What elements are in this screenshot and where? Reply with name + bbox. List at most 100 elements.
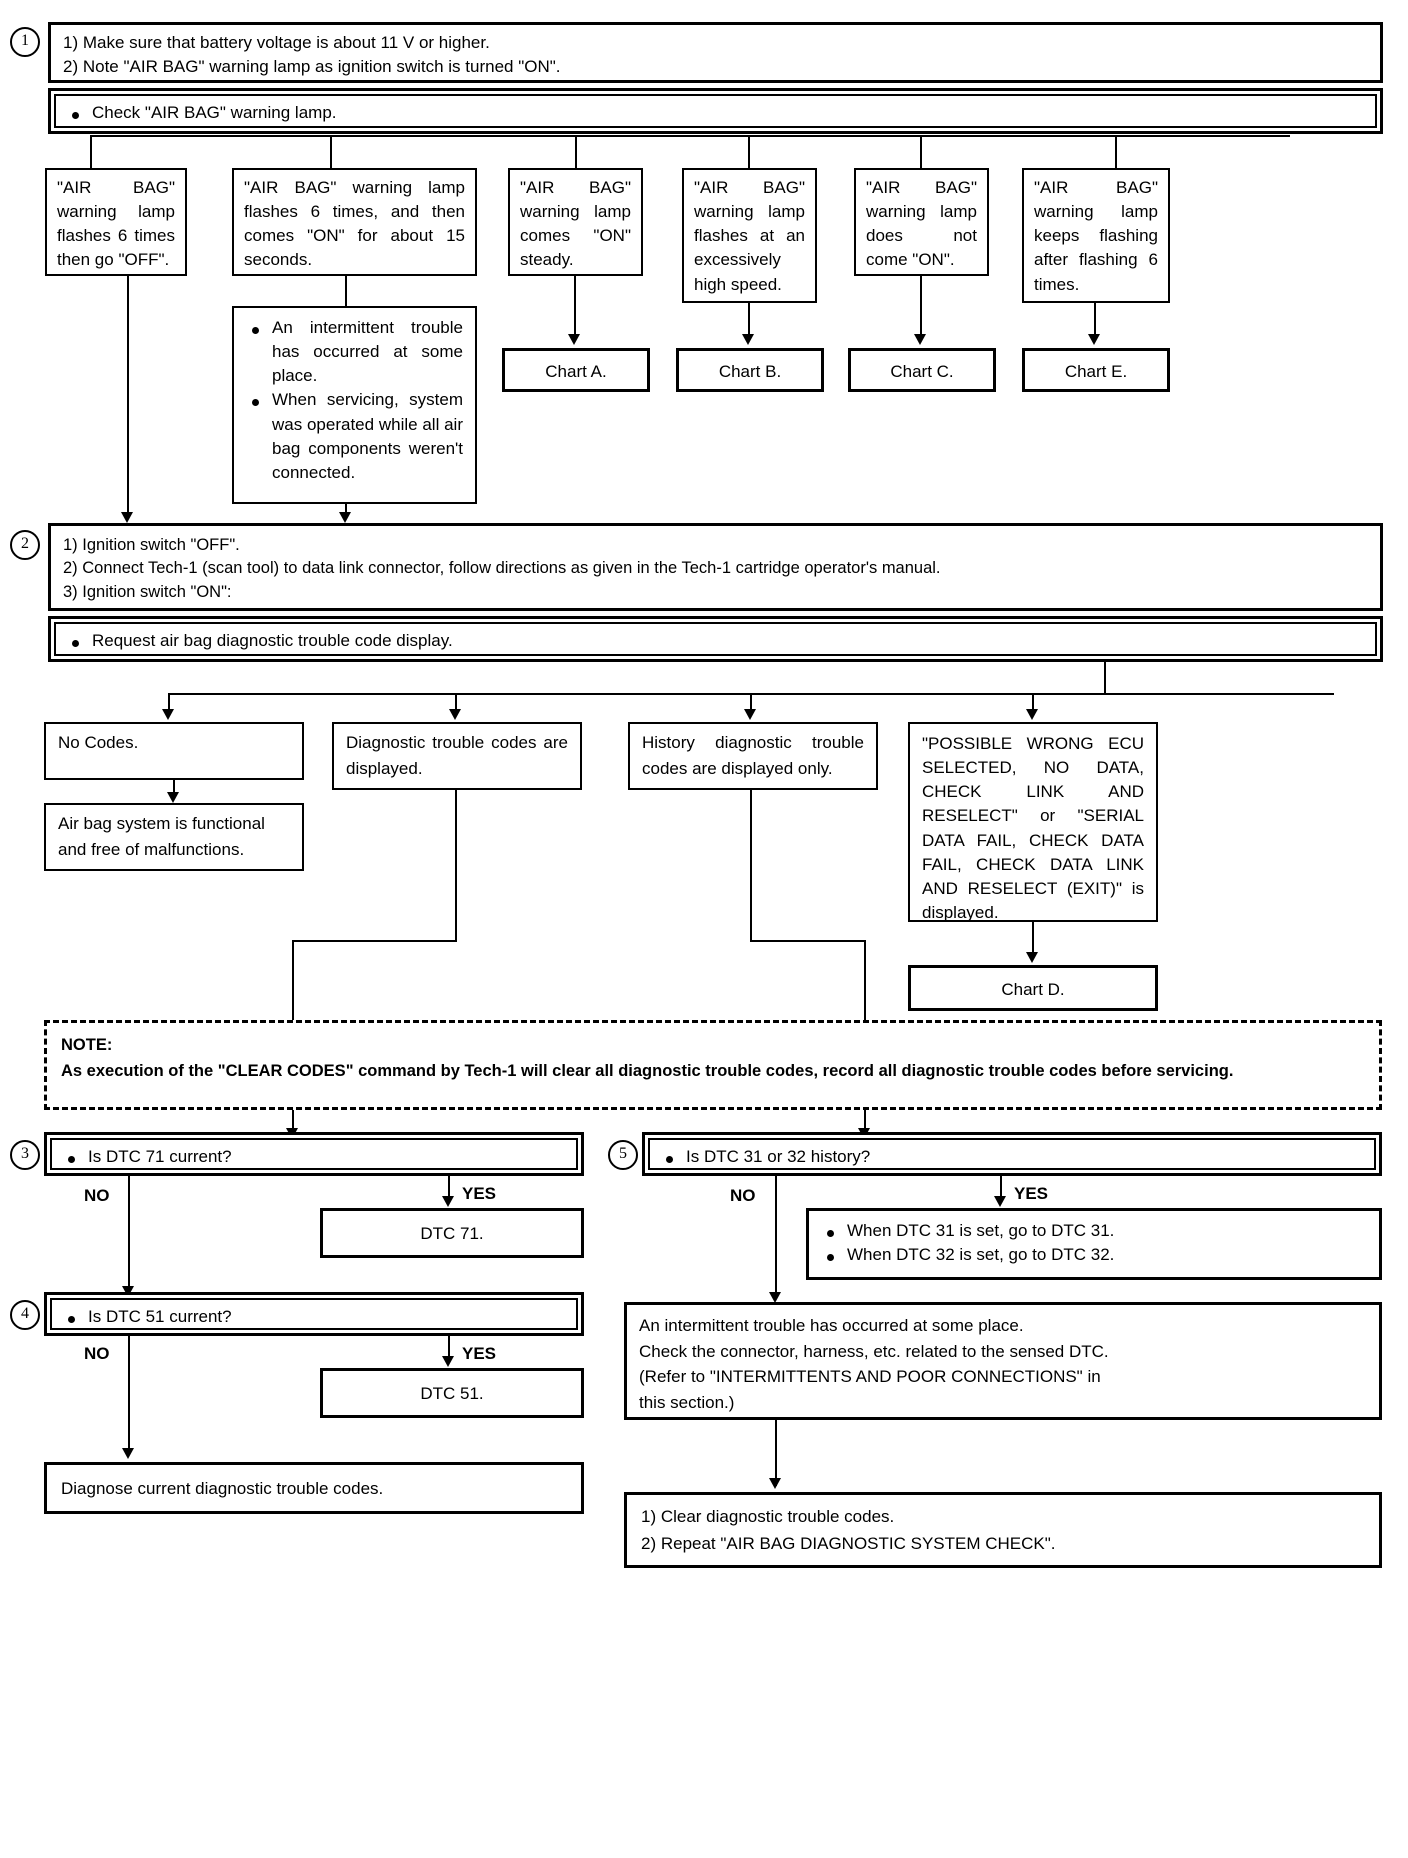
result3-jog	[750, 940, 866, 942]
note-body: As execution of the "CLEAR CODES" comman…	[61, 1061, 1234, 1080]
step5-intermittent-box: An intermittent trouble has occurred at …	[624, 1302, 1382, 1420]
step2-result-text-2: Diagnostic trouble codes are displayed.	[346, 733, 568, 778]
step5-yes-result-bullet-2: When DTC 32 is set, go to DTC 32.	[821, 1243, 1367, 1267]
step1-intermittent-to-step2	[345, 504, 347, 518]
step1-branch1-to-step2	[127, 276, 129, 516]
chart-c-box: Chart C.	[848, 348, 996, 392]
step5-no-arrow	[769, 1292, 781, 1303]
chart-b-box: Chart B.	[676, 348, 824, 392]
step2-instruction-line-3: 3) Ignition switch "ON":	[63, 582, 232, 601]
step5-final-line-1: 1) Clear diagnostic trouble codes.	[641, 1507, 895, 1526]
step1-action-bar: Check "AIR BAG" warning lamp.	[48, 88, 1383, 134]
step3-yes-result-box: DTC 71.	[320, 1208, 584, 1258]
step2-result-text-3: History diagnostic trouble codes are dis…	[642, 733, 864, 778]
step5-intermittent-line-4: this section.)	[639, 1392, 735, 1412]
step1-intermittent-bullet-2: When servicing, system was operated whil…	[246, 388, 463, 485]
step4-no-label: NO	[84, 1344, 110, 1363]
step1-branch-text-5: "AIR BAG" warning lamp does not come "ON…	[866, 178, 977, 270]
step4-no-line	[128, 1336, 130, 1454]
step5-intermittent-line-1: An intermittent trouble has occurred at …	[639, 1316, 1024, 1335]
step1-branch-box-4: "AIR BAG" warning lamp flashes at an exc…	[682, 168, 817, 303]
step1-branch-box-3: "AIR BAG" warning lamp comes "ON" steady…	[508, 168, 643, 276]
step1-drop-3	[575, 135, 577, 168]
step5-intermittent-line-3: (Refer to "INTERMITTENTS AND POOR CONNEC…	[639, 1367, 1101, 1386]
step-number-2: 2	[10, 530, 40, 560]
chart-d-arrow	[1026, 952, 1038, 963]
chart-c-label: Chart C.	[890, 362, 954, 381]
note-block: NOTE: As execution of the "CLEAR CODES" …	[44, 1020, 1382, 1110]
step2-instruction-line-2: 2) Connect Tech-1 (scan tool) to data li…	[63, 559, 941, 578]
chart-e-arrow	[1088, 334, 1100, 345]
step5-intermittent-to-final	[775, 1420, 777, 1486]
chart-e-label: Chart E.	[1064, 362, 1128, 381]
step2-result-box-1: No Codes.	[44, 722, 304, 780]
chart-a-connector	[574, 276, 576, 338]
step-number-1: 1	[10, 27, 40, 57]
step4-no-result-label: Diagnose current diagnostic trouble code…	[61, 1479, 384, 1498]
step1-drop-1	[90, 135, 92, 168]
step5-no-label: NO	[730, 1186, 756, 1205]
step1-branch-text-2: "AIR BAG" warning lamp flashes 6 times, …	[244, 178, 465, 270]
step1-instruction-box: 1) Make sure that battery voltage is abo…	[48, 22, 1383, 83]
step2-result-box-2: Diagnostic trouble codes are displayed.	[332, 722, 582, 790]
chart-a-arrow	[568, 334, 580, 345]
step-number-4: 4	[10, 1300, 40, 1330]
step-number-5: 5	[608, 1140, 638, 1170]
step2-action-label: Request air bag diagnostic trouble code …	[66, 629, 1365, 654]
step5-yes-label: YES	[1014, 1184, 1049, 1203]
step2-drop-4	[1032, 693, 1034, 713]
step1-branch-text-6: "AIR BAG" warning lamp keeps flashing af…	[1034, 178, 1158, 294]
step5-question-bar: Is DTC 31 or 32 history?	[642, 1132, 1382, 1176]
result2-drop	[455, 790, 457, 942]
step1-intermittent-bullet-1: An intermittent trouble has occurred at …	[246, 316, 463, 388]
chart-b-connector	[748, 303, 750, 338]
step3-no-label: NO	[84, 1186, 110, 1205]
step4-yes-arrow	[442, 1356, 454, 1367]
step2-result-box-3: History diagnostic trouble codes are dis…	[628, 722, 878, 790]
step5-final-box: 1) Clear diagnostic trouble codes. 2) Re…	[624, 1492, 1382, 1568]
step-number-3: 3	[10, 1140, 40, 1170]
step2-arrow-3	[744, 709, 756, 720]
step5-question-label: Is DTC 31 or 32 history?	[660, 1145, 1364, 1170]
step2-no-codes-outcome-box: Air bag system is functional and free of…	[44, 803, 304, 871]
step3-question-bar: Is DTC 71 current?	[44, 1132, 584, 1176]
step5-yes-result-box: When DTC 31 is set, go to DTC 31. When D…	[806, 1208, 1382, 1280]
step1-branch-box-2: "AIR BAG" warning lamp flashes 6 times, …	[232, 168, 477, 276]
step5-yes-arrow	[994, 1196, 1006, 1207]
chart-e-box: Chart E.	[1022, 348, 1170, 392]
chart-c-arrow	[914, 334, 926, 345]
step4-question-label: Is DTC 51 current?	[62, 1305, 566, 1330]
chart-d-connector	[1032, 922, 1034, 957]
step4-no-result-box: Diagnose current diagnostic trouble code…	[44, 1462, 584, 1514]
step3-yes-line	[448, 1176, 450, 1202]
step2-result-text-1: No Codes.	[58, 733, 139, 752]
step3-yes-result-label: DTC 71.	[420, 1224, 484, 1243]
step2-result-text-4: "POSSIBLE WRONG ECU SELECTED, NO DATA, C…	[922, 734, 1144, 922]
chart-d-box: Chart D.	[908, 965, 1158, 1011]
step5-no-line	[775, 1176, 777, 1296]
chart-c-connector	[920, 276, 922, 338]
step4-yes-result-box: DTC 51.	[320, 1368, 584, 1418]
step1-drop-4	[748, 135, 750, 168]
step1-branch2-drop	[345, 276, 347, 306]
step1-intermittent-box: An intermittent trouble has occurred at …	[232, 306, 477, 504]
no-codes-arrow	[167, 792, 179, 803]
step1-instruction-line-2: 2) Note "AIR BAG" warning lamp as igniti…	[63, 57, 561, 77]
step5-yes-result-bullet-1: When DTC 31 is set, go to DTC 31.	[821, 1219, 1367, 1243]
step2-arrow-1	[162, 709, 174, 720]
step2-arrow-4	[1026, 709, 1038, 720]
no-codes-connector	[173, 780, 175, 798]
step1-intermittent-arrow	[339, 512, 351, 523]
step1-branch-box-5: "AIR BAG" warning lamp does not come "ON…	[854, 168, 989, 276]
chart-b-label: Chart B.	[718, 362, 782, 381]
step2-instruction-box: 1) Ignition switch "OFF". 2) Connect Tec…	[48, 523, 1383, 611]
step2-bus-riser	[1104, 662, 1106, 694]
step1-instruction-line-1: 1) Make sure that battery voltage is abo…	[63, 33, 490, 52]
result3-drop	[750, 790, 752, 942]
step3-no-arrow	[122, 1286, 134, 1297]
step1-branch-text-4: "AIR BAG" warning lamp flashes at an exc…	[694, 178, 805, 294]
step1-drop-6	[1115, 135, 1117, 168]
chart-a-box: Chart A.	[502, 348, 650, 392]
step4-question-bar: Is DTC 51 current?	[44, 1292, 584, 1336]
